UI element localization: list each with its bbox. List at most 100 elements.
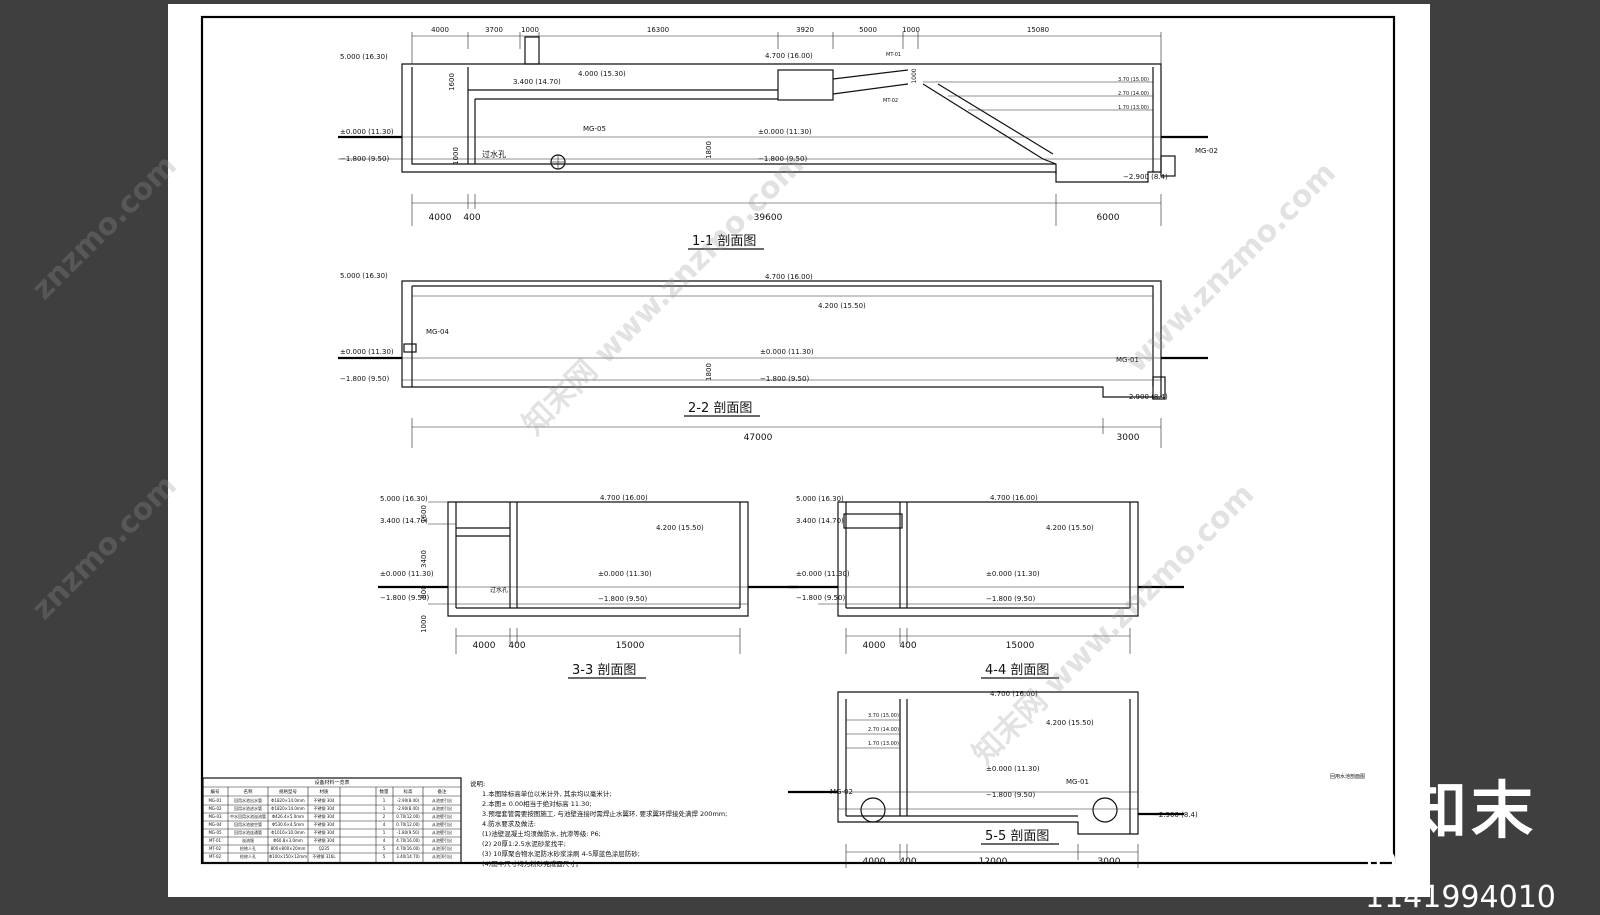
dim-bottom-0: 4000 xyxy=(429,213,452,223)
table-cell: 从池壁引出 xyxy=(432,829,452,835)
vdim-1800: 1800 xyxy=(705,141,713,159)
section-title-2-2: 2-2 剖面图 xyxy=(688,401,752,416)
table-cell: 从池顶引出 xyxy=(432,853,452,859)
section-3-3: 5.000 (16.30) 3.400 (14.70) ±0.000 (11.3… xyxy=(378,494,798,679)
elev-inner-2-4: −2.900 (8.4) xyxy=(1123,393,1168,401)
tank-outline-5-5 xyxy=(837,691,1139,835)
table-cell: 4 xyxy=(383,822,386,827)
vdim-3-3: 1000 xyxy=(420,615,428,633)
elev-inner-2-0: 4.700 (16.00) xyxy=(765,273,813,281)
table-cell: Q235 xyxy=(319,846,330,851)
vdim-1800-2: 1800 xyxy=(705,363,713,381)
note-line-7: (4)图中尺寸均为粉砂完成面尺寸。 xyxy=(482,859,582,868)
drawing-frame xyxy=(200,15,1396,865)
vdim-1000b: 1000 xyxy=(911,68,918,83)
table-cell: 从池壁引出 xyxy=(432,821,452,827)
table-cell: 从池底引出 xyxy=(432,797,452,803)
elev-5-in0: 4.700 (16.00) xyxy=(990,690,1038,698)
section-2-2: 5.000 (16.30) ±0.000 (11.30) −1.800 (9.5… xyxy=(338,272,1208,448)
tank-outline-2-2 xyxy=(401,280,1162,398)
hole-label-1-1: 过水孔 xyxy=(482,149,506,159)
table-cell: 1 xyxy=(383,806,386,811)
table-cell: 检修人孔 xyxy=(240,853,256,859)
table-header-2: 规格型号 xyxy=(279,788,297,795)
inlet-box xyxy=(777,69,834,101)
elev-inner-3: ±0.000 (11.30) xyxy=(758,128,812,136)
dim-bottom-1: 400 xyxy=(463,213,480,223)
vdim-3-0: 1600 xyxy=(420,505,428,523)
elev-inner-2: 4.700 (16.00) xyxy=(765,52,813,60)
elev-3-in2: ±0.000 (11.30) xyxy=(598,570,652,578)
table-cell: 从池壁引出 xyxy=(432,837,452,843)
tag-mg02: MG-02 xyxy=(1195,147,1218,155)
table-cell: 回用水池进水管 xyxy=(234,805,262,811)
elev-left-zero: ±0.000 (11.30) xyxy=(340,128,394,136)
note-line-5: (2) 20厚1:2.5水泥砂浆找平; xyxy=(482,839,566,848)
elev-4-in2: ±0.000 (11.30) xyxy=(986,570,1040,578)
table-cell: 不锈钢 304 xyxy=(314,805,335,811)
table-cell: Φ1820×14.0mm xyxy=(271,806,304,811)
pipe-mg02-circle xyxy=(860,797,886,823)
cad-drawing: 4000 3700 1000 16300 3920 5000 1000 1508… xyxy=(200,15,1396,868)
elev-inner-2-2: ±0.000 (11.30) xyxy=(760,348,814,356)
dim-5-3: 3000 xyxy=(1098,857,1121,867)
tank-outline-1-1 xyxy=(401,63,1162,183)
elev-inner-0: 4.000 (15.30) xyxy=(578,70,626,78)
table-cell: 800×800×20mm xyxy=(271,846,306,851)
vdim-1600: 1600 xyxy=(448,73,456,91)
brand-id: ID: 1141994010 xyxy=(1365,845,1556,915)
level-5-2: 1.70 (13.00) xyxy=(868,741,899,747)
dim-top-0: 4000 xyxy=(431,26,449,34)
elev-left-top: 5.000 (16.30) xyxy=(340,53,388,61)
table-header-1: 名称 xyxy=(244,788,253,795)
dim-top-4: 3920 xyxy=(796,26,814,34)
watermark-0: znzmo.com xyxy=(25,148,184,307)
table-cell: 不锈钢 304 xyxy=(314,813,335,819)
elev-5-in2: ±0.000 (11.30) xyxy=(986,765,1040,773)
section-title-5-5: 5-5 剖面图 xyxy=(985,829,1049,844)
table-cell: 中水回用水池溢流管 xyxy=(230,813,266,819)
dim-5-0: 4000 xyxy=(863,857,886,867)
section-1-1: 4000 3700 1000 16300 3920 5000 1000 1508… xyxy=(338,26,1218,250)
tag-mg05: MG-05 xyxy=(583,125,606,133)
elev-left-bottom-2: −1.800 (9.50) xyxy=(340,375,389,383)
level-right-2: 1.70 (13.00) xyxy=(1118,105,1149,111)
table-cell: MT-02 xyxy=(209,854,222,859)
table-cell: 溢流堰 xyxy=(242,837,254,843)
hole-label-3-3: 过水孔 xyxy=(490,586,508,594)
elev-inner-5: −2.900 (8.4) xyxy=(1123,173,1168,181)
elev-left-bottom: −1.800 (9.50) xyxy=(340,155,389,163)
elev-inner-2-1: 4.200 (15.50) xyxy=(818,302,866,310)
elev-3-in3: −1.800 (9.50) xyxy=(598,595,647,603)
section-title-4-4: 4-4 剖面图 xyxy=(985,663,1049,678)
elev-3-in0: 4.700 (16.00) xyxy=(600,494,648,502)
level-right-1: 2.70 (14.00) xyxy=(1118,91,1149,97)
table-cell: 从池底引出 xyxy=(432,805,452,811)
elev-4-1: 3.400 (14.70) xyxy=(796,517,844,525)
level-5-1: 2.70 (14.00) xyxy=(868,727,899,733)
table-cell: 不锈钢 304 xyxy=(314,829,335,835)
tag-mt02: MT-02 xyxy=(883,98,898,104)
table-cell: MT-01 xyxy=(209,838,222,843)
elev-inner-1: 3.400 (14.70) xyxy=(513,78,561,86)
section-title-1-1: 1-1 剖面图 xyxy=(692,234,756,249)
elev-4-0: 5.000 (16.30) xyxy=(796,495,844,503)
table-cell: MT-02 xyxy=(209,846,222,851)
tag-mg01: MG-01 xyxy=(1116,356,1139,364)
table-cell: MG-02 xyxy=(208,806,222,811)
dim-5-2: 12000 xyxy=(979,857,1008,867)
table-header-6: 备注 xyxy=(438,788,447,795)
dim-4-1: 400 xyxy=(899,641,916,651)
tag-5-mg01: MG-01 xyxy=(1066,778,1089,786)
elev-4-in1: 4.200 (15.50) xyxy=(1046,524,1094,532)
notes-heading: 说明: xyxy=(470,779,485,788)
table-cell: 4.70(16.00) xyxy=(396,838,420,843)
dim-3-2: 15000 xyxy=(616,641,645,651)
dim-5-1: 400 xyxy=(899,857,916,867)
elev-3-0: 5.000 (16.30) xyxy=(380,495,428,503)
table-cell: 不锈钢 304 xyxy=(314,797,335,803)
table-title: 设备材料一览表 xyxy=(314,779,349,786)
elev-inner-2-3: −1.800 (9.50) xyxy=(760,375,809,383)
table-cell: MG-03 xyxy=(208,814,222,819)
